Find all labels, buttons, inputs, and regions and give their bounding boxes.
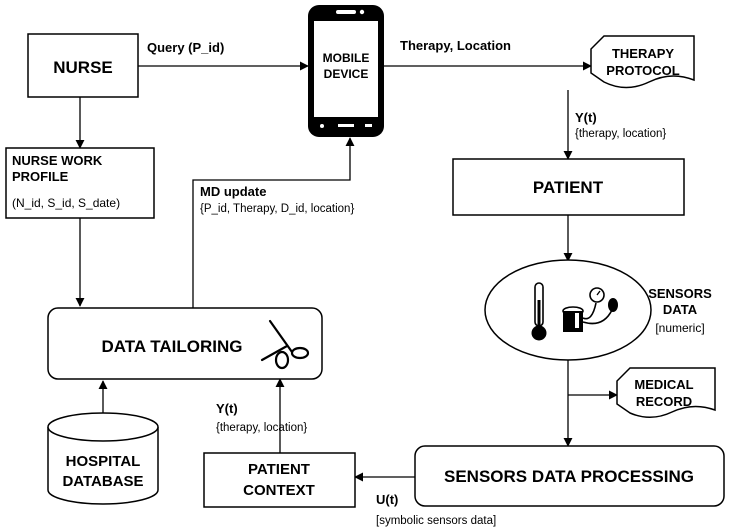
document-icon xyxy=(590,35,695,89)
scissors-icon xyxy=(260,319,310,370)
mobile-device-label-line1: MOBILE xyxy=(323,51,370,65)
edge-detail-ut: [symbolic sensors data] xyxy=(376,515,496,527)
hospital-database-node: HOSPITAL DATABASE xyxy=(47,412,159,505)
edge-detail-md-update: {P_id, Therapy, D_id, location} xyxy=(200,203,354,215)
smartphone-icon xyxy=(308,5,384,137)
nurse-node: NURSE xyxy=(27,33,139,98)
nurse-work-profile-node: NURSE WORK PROFILE (N_id, S_id, S_date) xyxy=(5,147,155,219)
hospital-database-line2: DATABASE xyxy=(62,473,143,490)
edge-label-query: Query (P_id) xyxy=(147,40,224,55)
data-tailoring-label: DATA TAILORING xyxy=(101,337,242,356)
edge-detail-yt-top: {therapy, location} xyxy=(575,128,666,140)
edge-label-ut: U(t) xyxy=(376,492,398,507)
arrow-tailoring-to-mobile xyxy=(192,137,355,308)
therapy-protocol-node: THERAPY PROTOCOL xyxy=(590,35,695,89)
mobile-device-label-line2: DEVICE xyxy=(324,67,369,81)
edge-label-therapy-location: Therapy, Location xyxy=(400,38,511,53)
blood-pressure-monitor-icon xyxy=(562,287,618,332)
sensors-node: SENSORS DATA [numeric] xyxy=(484,259,712,361)
nurse-work-profile-title1: NURSE WORK xyxy=(12,153,103,168)
document-icon xyxy=(616,367,716,418)
nurse-label: NURSE xyxy=(53,58,113,77)
patient-context-node: PATIENT CONTEXT xyxy=(203,452,356,508)
patient-context-line2: CONTEXT xyxy=(243,482,315,499)
patient-node: PATIENT xyxy=(452,158,685,216)
edge-label-yt-bottom: Y(t) xyxy=(216,401,238,416)
database-cylinder-icon xyxy=(47,412,159,505)
connectors xyxy=(75,61,618,482)
patient-context-line1: PATIENT xyxy=(248,461,310,478)
patient-label: PATIENT xyxy=(533,178,604,197)
edge-detail-yt-bottom: {therapy, location} xyxy=(216,422,307,434)
therapy-protocol-line1: THERAPY xyxy=(612,46,674,61)
sensors-data-processing-node: SENSORS DATA PROCESSING xyxy=(414,445,725,507)
sensors-data-title1: SENSORS xyxy=(648,286,712,301)
therapy-protocol-line2: PROTOCOL xyxy=(606,63,679,78)
mobile-device-node: MOBILE DEVICE xyxy=(308,5,384,137)
data-tailoring-node: DATA TAILORING xyxy=(47,307,323,380)
sensors-data-title2: DATA xyxy=(663,302,698,317)
thermometer-icon xyxy=(531,282,547,341)
sensors-data-processing-label: SENSORS DATA PROCESSING xyxy=(444,467,694,486)
hospital-database-line1: HOSPITAL xyxy=(66,453,141,470)
nurse-work-profile-title2: PROFILE xyxy=(12,169,69,184)
medical-record-line1: MEDICAL xyxy=(634,377,693,392)
medical-record-node: MEDICAL RECORD xyxy=(616,367,716,418)
edge-label-md-update: MD update xyxy=(200,184,266,199)
sensors-data-type: [numeric] xyxy=(655,321,704,335)
edge-label-yt-top: Y(t) xyxy=(575,110,597,125)
medical-record-line2: RECORD xyxy=(636,394,692,409)
nurse-work-profile-fields: (N_id, S_id, S_date) xyxy=(12,196,120,210)
